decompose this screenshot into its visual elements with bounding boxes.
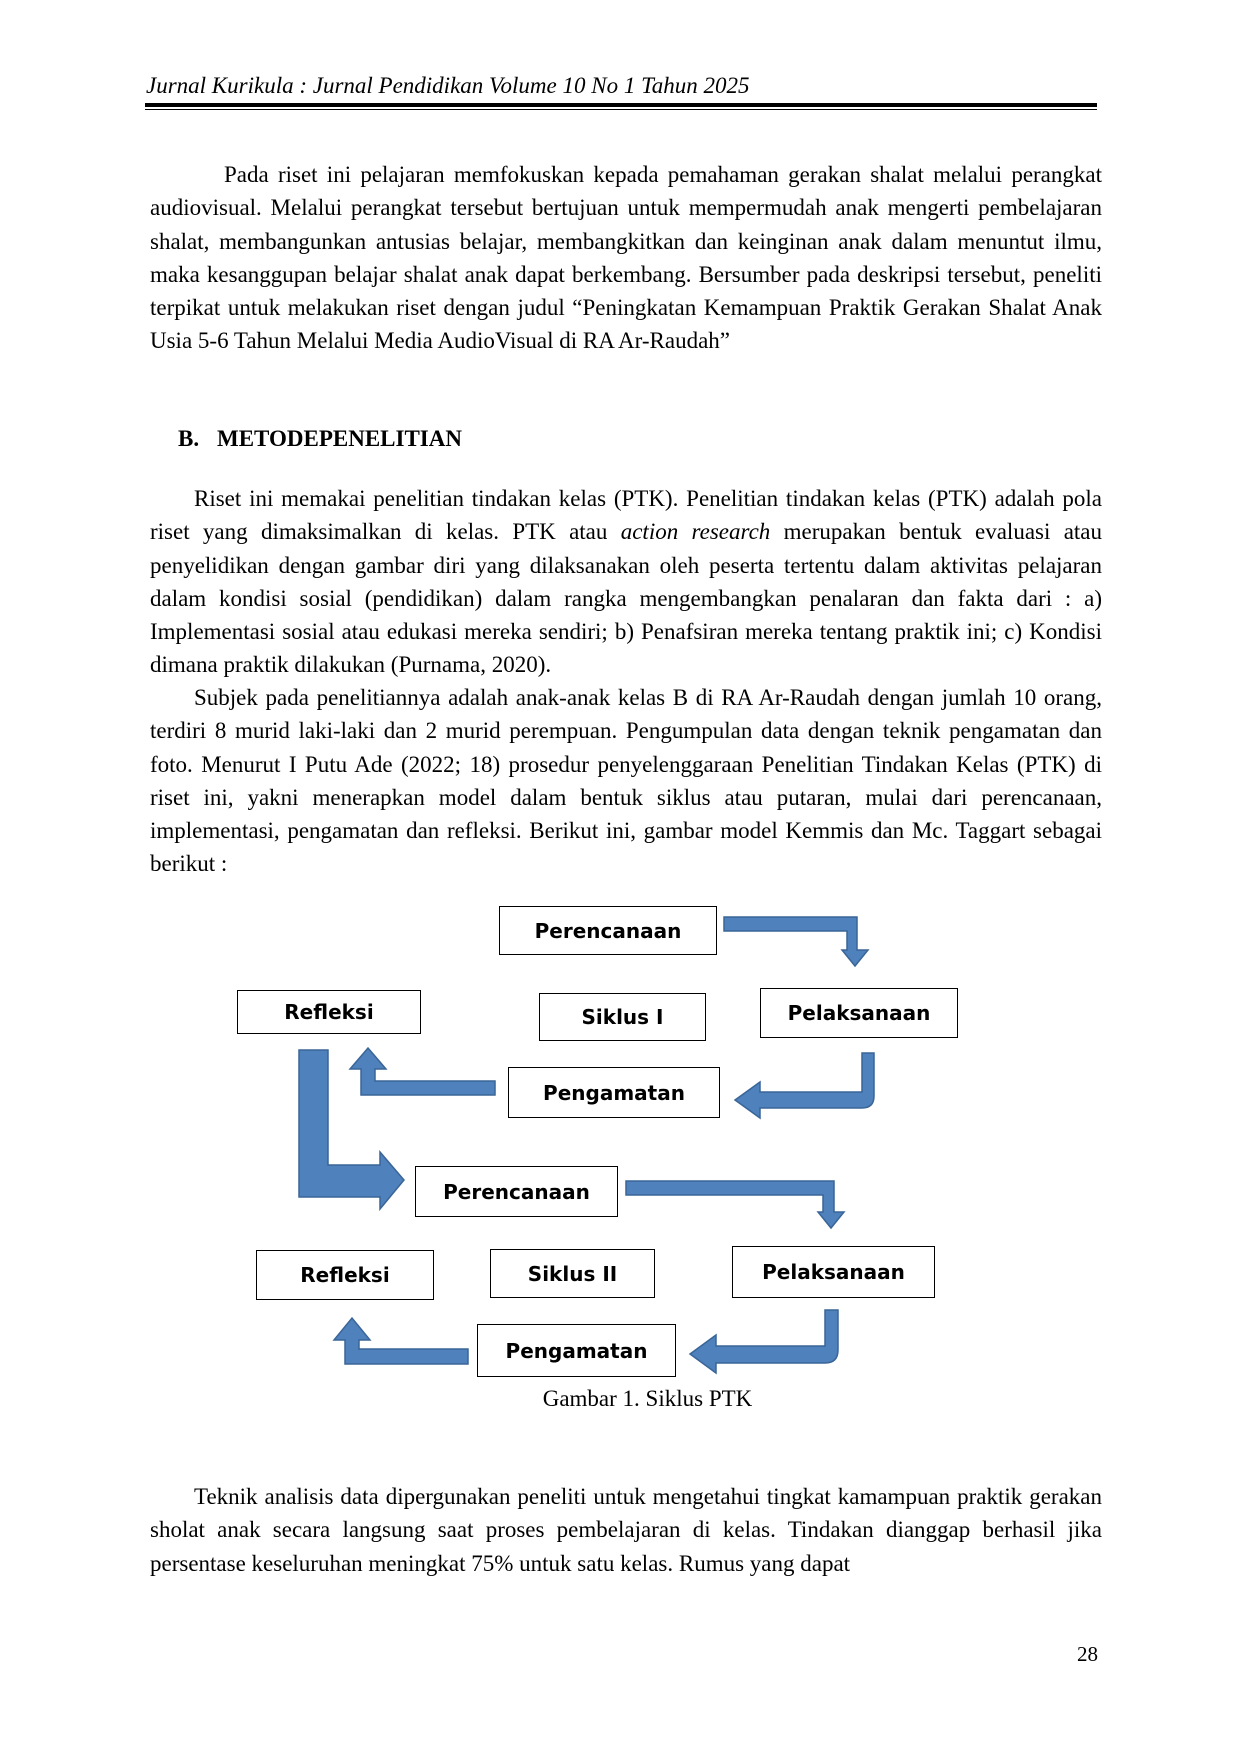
method-italic-term: action research <box>620 519 771 545</box>
analysis-paragraph: Teknik analisis data dipergunakan peneli… <box>150 1484 1102 1576</box>
cycle2-planning-box: Perencanaan <box>415 1166 618 1217</box>
method-paragraph: Riset ini memakai penelitian tindakan ke… <box>150 482 1102 682</box>
section-number: B. <box>178 426 200 451</box>
cycle2-observation-box: Pengamatan <box>477 1324 676 1377</box>
cycle1-observation-box: Pengamatan <box>508 1067 720 1118</box>
header-rule-thick <box>145 103 1097 107</box>
cycle2-reflection-box: Refleksi <box>256 1250 434 1300</box>
intro-paragraph: Pada riset ini pelajaran memfokuskan kep… <box>150 162 1102 354</box>
arrow-action-to-observation-1 <box>733 1052 875 1120</box>
cycle2-action-box: Pelaksanaan <box>732 1246 935 1298</box>
page-number: 28 <box>1077 1642 1098 1666</box>
arrow-planning-to-action-1 <box>723 916 870 968</box>
figure-caption: Gambar 1. Siklus PTK <box>542 1386 753 1411</box>
method-text-1: Riset ini memakai penelitian tindakan ke… <box>150 486 1102 545</box>
cycle1-label-box: Siklus I <box>539 993 706 1041</box>
section-title: METODEPENELITIAN <box>217 426 462 451</box>
arrow-reflection-to-planning-2 <box>298 1049 405 1212</box>
section-heading: B. METODEPENELITIAN <box>178 424 462 454</box>
arrow-observation-to-reflection-2 <box>332 1316 469 1365</box>
method-text-2: merupakan bentuk evaluasi atau penyelidi… <box>150 519 1102 678</box>
cycle2-label-box: Siklus II <box>490 1249 655 1298</box>
cycle1-reflection-box: Refleksi <box>237 990 421 1034</box>
arrows <box>298 916 875 1375</box>
running-header: Jurnal Kurikula : Jurnal Pendidikan Volu… <box>146 73 750 98</box>
header-rule-thin <box>145 109 1097 110</box>
cycle1-planning-box: Perencanaan <box>499 906 717 955</box>
cycle1-action-box: Pelaksanaan <box>760 988 958 1038</box>
arrow-action-to-observation-2 <box>688 1309 839 1375</box>
arrow-observation-to-reflection-1 <box>348 1046 496 1096</box>
subject-paragraph: Subjek pada penelitiannya adalah anak-an… <box>150 685 1102 877</box>
arrow-planning-to-action-2 <box>625 1180 846 1230</box>
